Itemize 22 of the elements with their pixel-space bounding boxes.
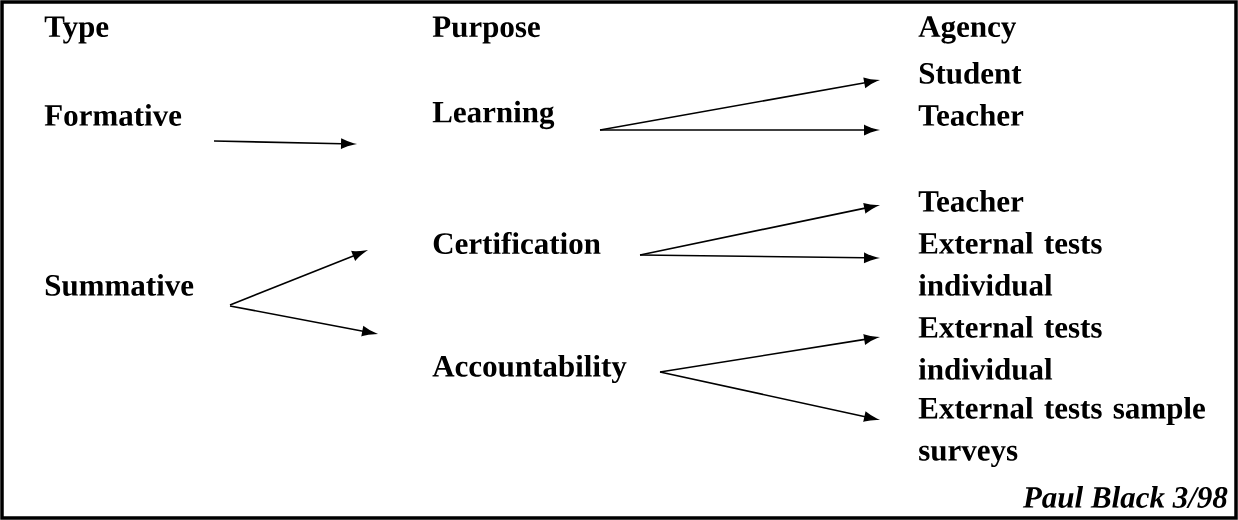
column-heading: Type bbox=[44, 16, 109, 44]
column-heading: Purpose bbox=[432, 16, 540, 44]
node-text: Teacher bbox=[918, 104, 1024, 126]
arrow bbox=[599, 125, 878, 135]
node-text: Summative bbox=[45, 274, 194, 296]
arrow bbox=[229, 250, 366, 306]
arrow bbox=[659, 334, 878, 373]
node-text: Learning bbox=[432, 100, 555, 130]
node-text: Formative bbox=[44, 104, 182, 126]
node-text: Teacher bbox=[918, 190, 1024, 212]
column-heading: Agency bbox=[918, 16, 1017, 44]
node-text: Certification bbox=[433, 231, 601, 255]
node-text: External tests individual bbox=[918, 232, 1102, 296]
arrow bbox=[229, 305, 376, 337]
author-credit: Paul Black 3/98 bbox=[1022, 486, 1228, 508]
arrow bbox=[213, 138, 355, 149]
node-text: Student bbox=[919, 62, 1022, 84]
arrow bbox=[659, 371, 878, 422]
arrow bbox=[639, 252, 878, 263]
node-text: External tests sample surveys bbox=[918, 396, 1205, 468]
node-text: External tests individual bbox=[918, 316, 1102, 380]
node-text: Accountability bbox=[432, 354, 627, 384]
